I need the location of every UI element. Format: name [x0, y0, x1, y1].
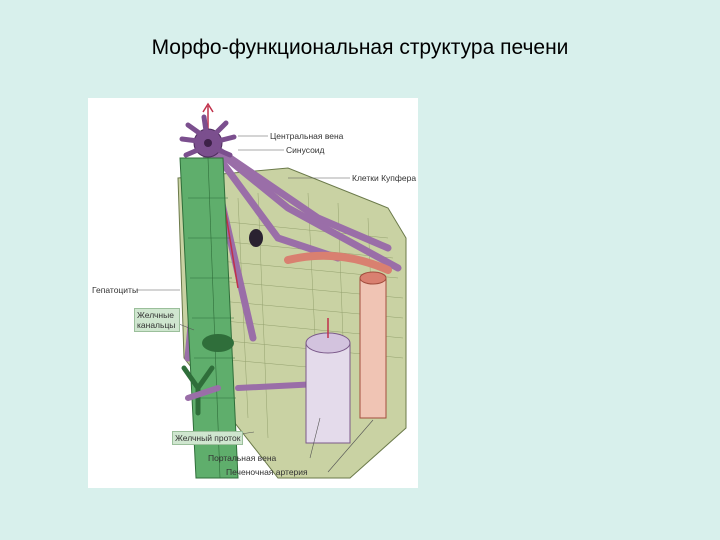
label-hepatocytes: Гепатоциты [92, 285, 139, 295]
liver-lobule-illustration [136, 102, 407, 479]
central-vein [179, 114, 237, 158]
label-hepatic-artery: Печеночная артерия [226, 467, 308, 477]
kupffer-cell [249, 229, 263, 247]
portal-vein [305, 318, 351, 444]
label-central-vein: Центральная вена [270, 131, 344, 141]
hepatic-artery [284, 251, 392, 419]
label-kupffer-cells: Клетки Купфера [352, 173, 417, 183]
label-bile-duct: Желчный проток [172, 431, 244, 445]
label-portal-vein: Портальная вена [208, 453, 277, 463]
liver-lobule-figure: Центральная вена Синусоид Клетки Купфера… [88, 98, 418, 488]
label-sinusoid: Синусоид [286, 145, 325, 155]
label-bile-canaliculi: Желчные канальцы [134, 308, 180, 332]
slide-title: Морфо-функциональная структура печени [151, 36, 569, 59]
